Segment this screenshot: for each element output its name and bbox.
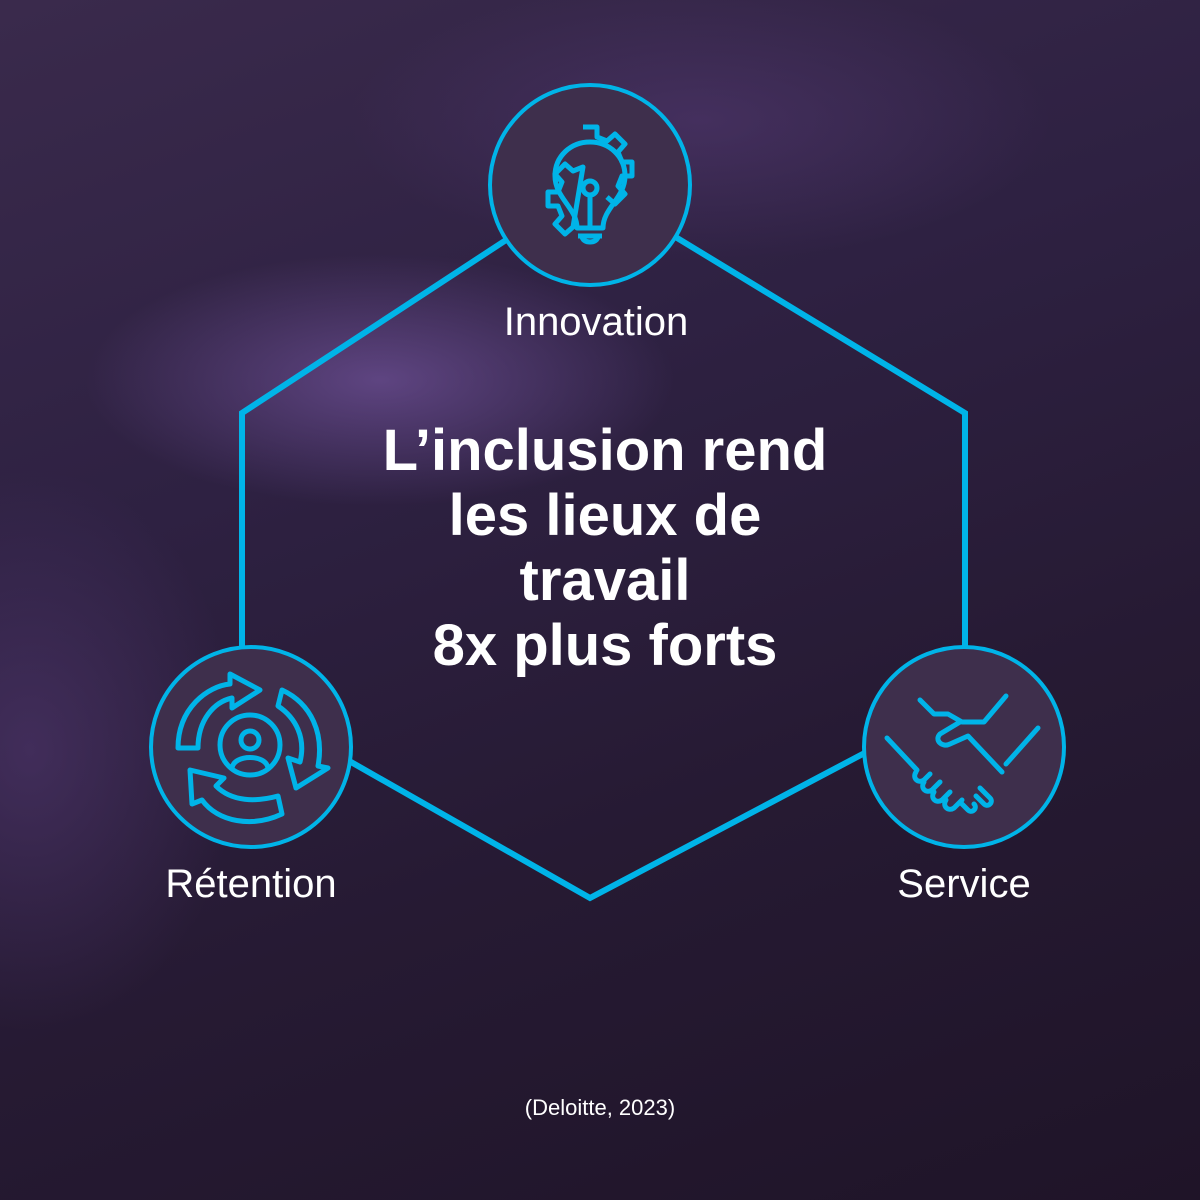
service-circle — [862, 645, 1066, 849]
headline-line: 8x plus forts — [432, 613, 778, 678]
lightbulb-gear-icon — [545, 124, 635, 245]
headline-line: travail — [519, 548, 691, 613]
headline-line: L’inclusion rend — [382, 418, 828, 483]
retention-circle — [149, 645, 353, 849]
innovation-label: Innovation — [503, 300, 689, 344]
person-cycle-icon — [175, 671, 331, 824]
hexagon-outline — [239, 181, 968, 902]
retention-label: Rétention — [165, 862, 337, 906]
source-citation: (Deloitte, 2023) — [524, 1095, 676, 1120]
service-label: Service — [897, 862, 1031, 906]
headline-line: les lieux de — [448, 483, 762, 548]
innovation-circle — [488, 83, 692, 287]
handshake-icon — [884, 693, 1041, 814]
headline: L’inclusion rend les lieux de travail 8x… — [383, 418, 828, 678]
